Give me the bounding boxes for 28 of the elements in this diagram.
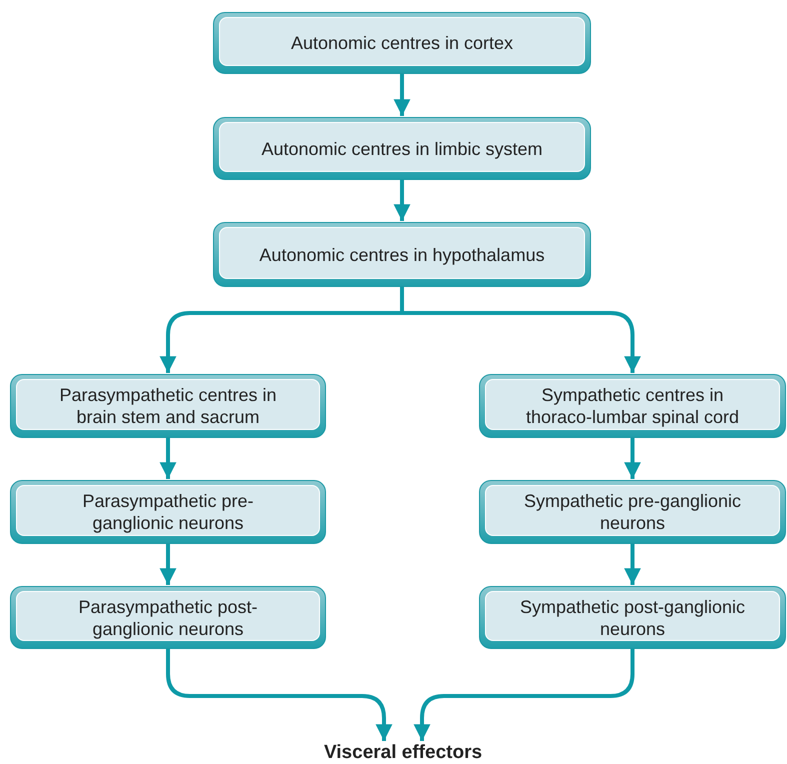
target-label: Visceral effectors [324,742,482,764]
box-label: Parasympathetic pre-ganglionic neurons [81,490,255,534]
process-box [10,480,326,544]
process-box [10,374,326,438]
box-label: Sympathetic post-ganglionic neurons [518,596,746,640]
process-box [479,374,786,438]
process-box [479,480,786,544]
arrow [166,649,392,741]
process-box [213,12,591,74]
box-label: Autonomic centres in hypothalamus [259,244,545,266]
box-label: Autonomic centres in limbic system [261,138,543,160]
box-label: Sympathetic centres in thoraco-lumbar spinal cord [524,384,740,428]
arrow [394,74,410,116]
arrow [400,287,641,373]
process-box [213,222,591,287]
arrow [160,544,176,585]
process-box [10,586,326,649]
arrow [394,180,410,221]
box-label: Sympathetic pre-ganglionic neurons [522,490,742,534]
box-label: Parasympathetic centres in brain stem and sacrum [58,384,278,428]
arrow [624,544,641,585]
process-box [213,117,591,180]
box-label: Autonomic centres in cortex [290,32,514,54]
process-box [479,586,786,649]
arrow [160,438,176,479]
arrow [414,649,634,741]
box-label: Parasympathetic post-ganglionic neurons [77,596,259,640]
arrow [624,438,641,479]
